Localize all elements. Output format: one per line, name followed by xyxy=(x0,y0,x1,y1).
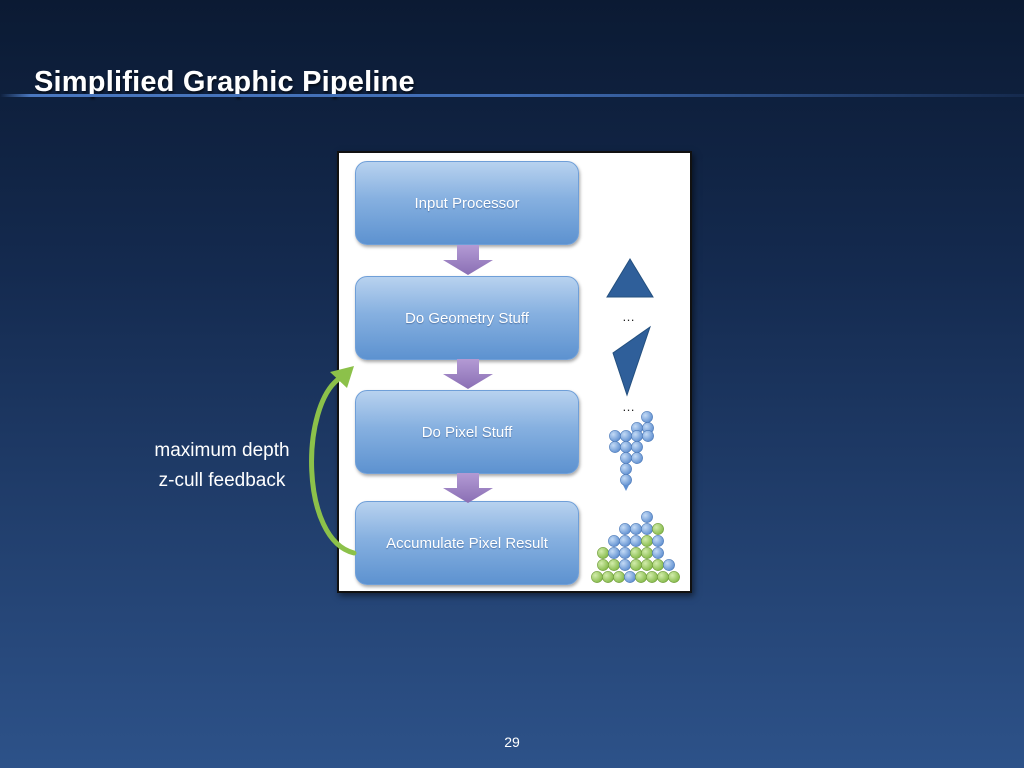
figure-graphics: … … xyxy=(443,245,680,583)
pixel-dot-blue xyxy=(663,559,675,571)
stage-pixel: Do Pixel Stuff xyxy=(355,390,579,474)
fragment-tip xyxy=(623,485,629,491)
feedback-line-2: z-cull feedback xyxy=(158,470,286,491)
pixel-dot-blue xyxy=(631,452,643,464)
title-underline xyxy=(0,94,1024,97)
pixel-dot-green xyxy=(652,523,664,535)
ellipsis-1: … xyxy=(622,309,635,324)
slide-title: Simplified Graphic Pipeline xyxy=(34,66,415,98)
down-arrow-1 xyxy=(443,245,493,275)
feedback-label: maximum depth z-cull feedback xyxy=(128,436,316,496)
pixel-fragments xyxy=(609,411,654,491)
pixel-dot-blue xyxy=(652,547,664,559)
feedback-line-1: maximum depth xyxy=(154,440,290,461)
sliver-triangle-shape xyxy=(612,325,651,397)
stage-input-processor: Input Processor xyxy=(355,161,579,245)
pixel-dot-green xyxy=(668,571,680,583)
page-number: 29 xyxy=(504,734,520,750)
triangle-shape xyxy=(606,258,654,298)
pixel-dot-blue xyxy=(642,430,654,442)
pixel-dot-blue xyxy=(652,535,664,547)
pixel-dot-blue xyxy=(641,511,653,523)
ellipsis-2: … xyxy=(622,399,635,414)
accumulated-pixels xyxy=(591,511,680,583)
feedback-arrow-head xyxy=(330,366,354,388)
down-arrow-3 xyxy=(443,473,493,503)
down-arrow-2 xyxy=(443,359,493,389)
pipeline-figure: Input Processor Do Geometry Stuff Do Pix… xyxy=(337,151,692,593)
